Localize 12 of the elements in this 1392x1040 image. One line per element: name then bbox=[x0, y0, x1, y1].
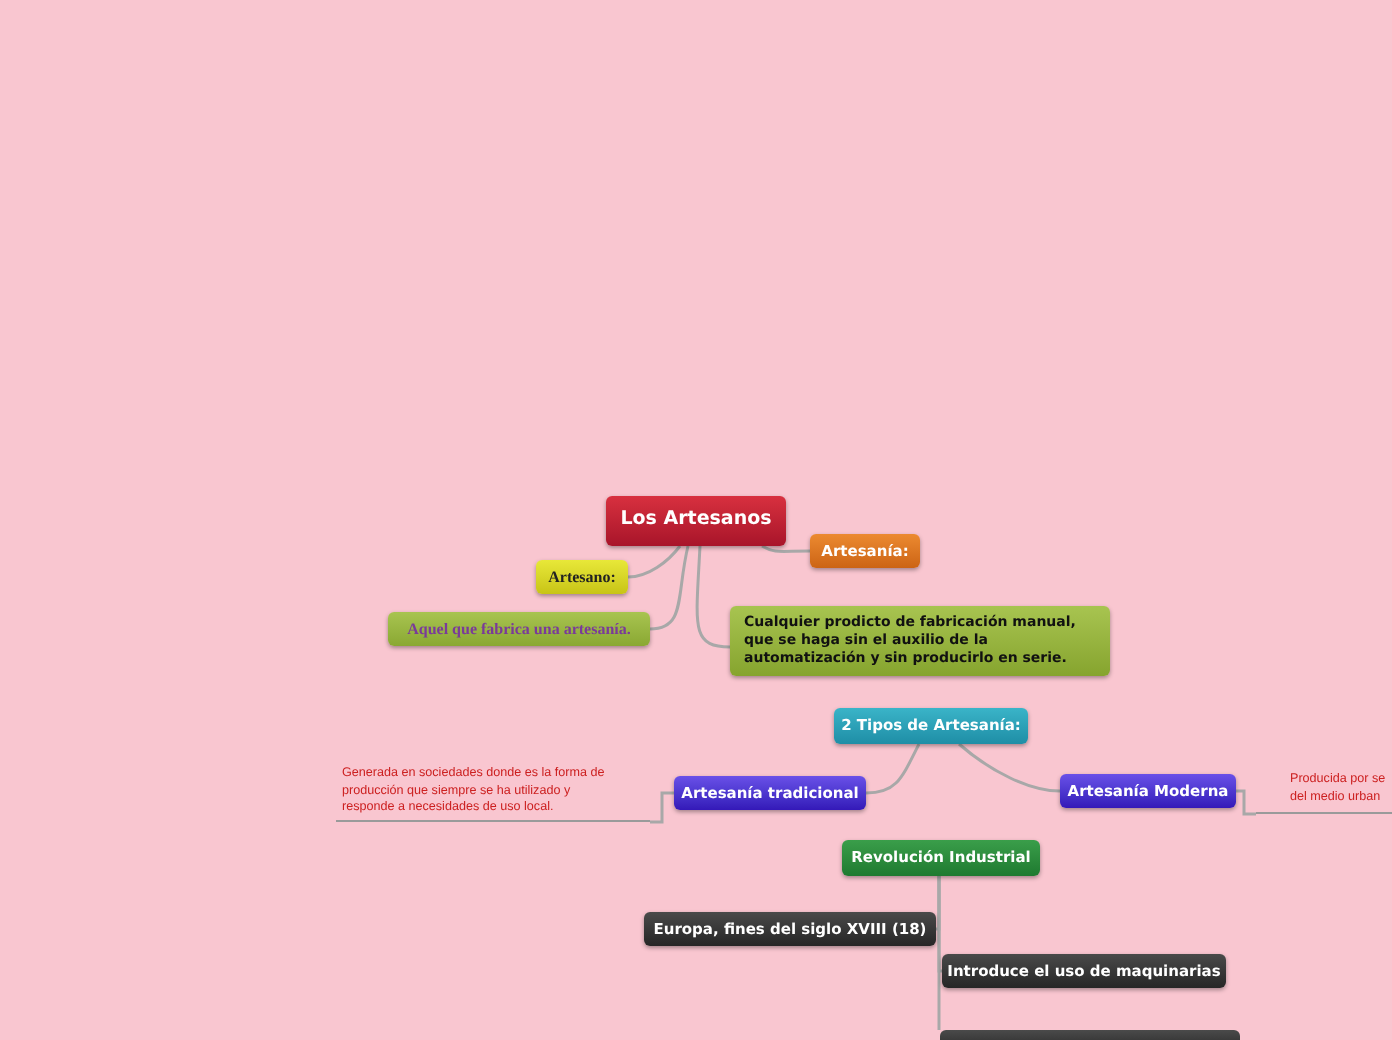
connector-line bbox=[627, 545, 682, 579]
connector-line bbox=[958, 742, 1061, 793]
connector-line bbox=[1236, 789, 1256, 816]
root-topic-box: Los Artesanos bbox=[606, 496, 786, 546]
topic-box: Aquel que fabrica una artesanía. bbox=[388, 612, 650, 646]
connector-line bbox=[761, 544, 810, 554]
topic-box: Artesano: bbox=[536, 560, 628, 594]
connector-line bbox=[865, 743, 921, 795]
connector-line bbox=[649, 545, 690, 631]
connector-line bbox=[650, 791, 674, 824]
connector-line bbox=[937, 876, 941, 1030]
connector-line bbox=[695, 545, 731, 649]
